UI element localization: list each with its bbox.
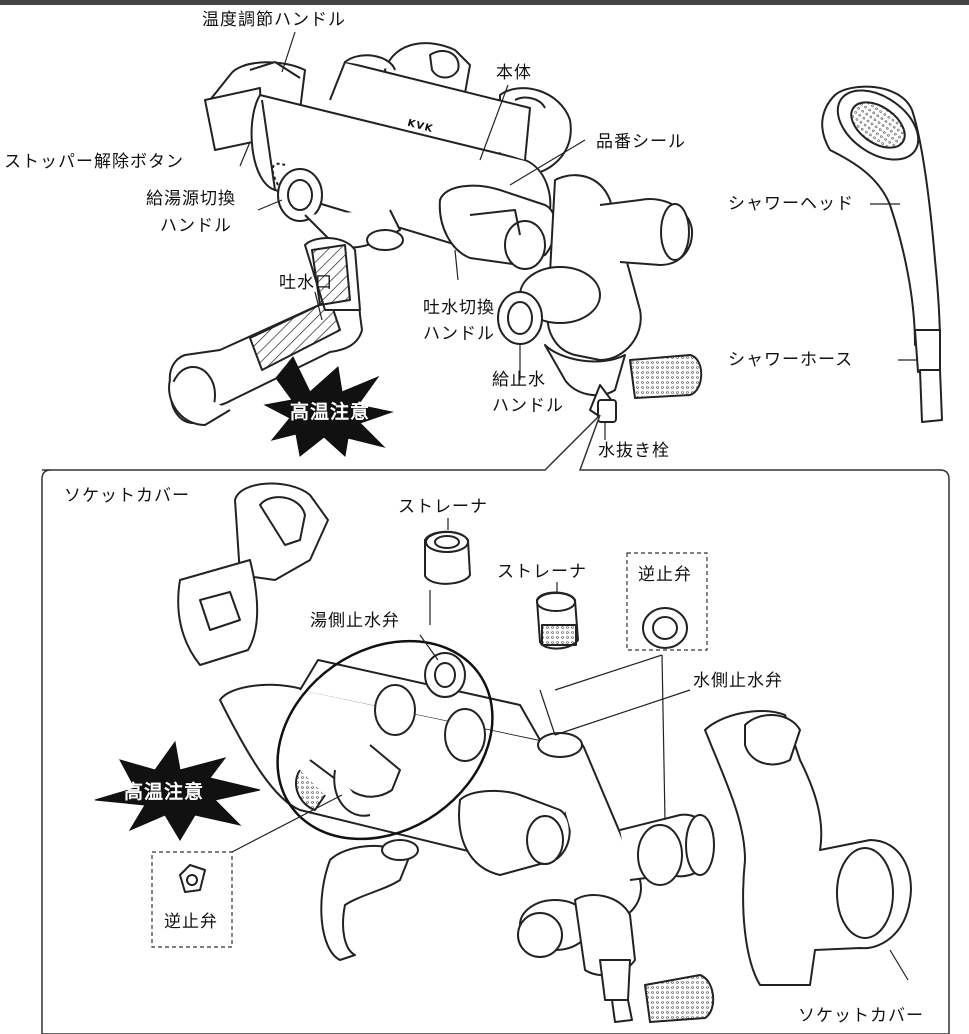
label-supply-handle-1: 給止水 [492, 370, 546, 390]
label-hot-source-handle-1: 給湯源切換 [146, 189, 236, 209]
label-strainer-2: ストレーナ [497, 562, 587, 582]
label-outlet-handle-2: ハンドル [423, 324, 495, 344]
label-socket-cover-bottom: ソケットカバー [798, 1006, 924, 1026]
label-drain-plug: 水抜き栓 [598, 441, 670, 461]
leader-lines-detail [231, 518, 909, 981]
detail-assembly [177, 482, 912, 1023]
label-hot-source-handle-2: ハンドル [160, 216, 232, 236]
top-assembly [168, 42, 943, 426]
top-rule [0, 0, 969, 5]
hot-warning-burst-bottom [94, 740, 261, 841]
hot-warning-text-bottom: 高温注意 [124, 781, 205, 803]
label-cold-stop-valve: 水側止水弁 [693, 671, 783, 691]
hot-warning-burst-top [263, 356, 394, 457]
hot-warning-text-top: 高温注意 [290, 401, 371, 423]
label-body: 本体 [496, 63, 532, 83]
detail-oval [276, 639, 494, 841]
label-supply-handle-2: ハンドル [492, 396, 564, 416]
label-stopper-button: ストッパー解除ボタン [4, 152, 184, 172]
label-hot-stop-valve: 湯側止水弁 [310, 611, 400, 631]
label-check-valve-right: 逆止弁 [638, 565, 692, 585]
label-serial-sticker: 品番シール [596, 132, 686, 152]
check-valve-box-right [626, 552, 708, 651]
check-valve-box-left [151, 851, 233, 948]
label-check-valve-left: 逆止弁 [164, 912, 218, 932]
leader-lines-top [239, 31, 918, 440]
label-socket-cover-top: ソケットカバー [64, 486, 190, 506]
label-spout: 吐水口 [279, 273, 333, 293]
label-shower-hose: シャワーホース [728, 350, 854, 370]
label-outlet-handle-1: 吐水切換 [423, 298, 495, 318]
label-strainer-1: ストレーナ [398, 497, 488, 517]
label-shower-head: シャワーヘッド [728, 194, 854, 214]
label-temp-handle: 温度調節ハンドル [202, 10, 346, 30]
